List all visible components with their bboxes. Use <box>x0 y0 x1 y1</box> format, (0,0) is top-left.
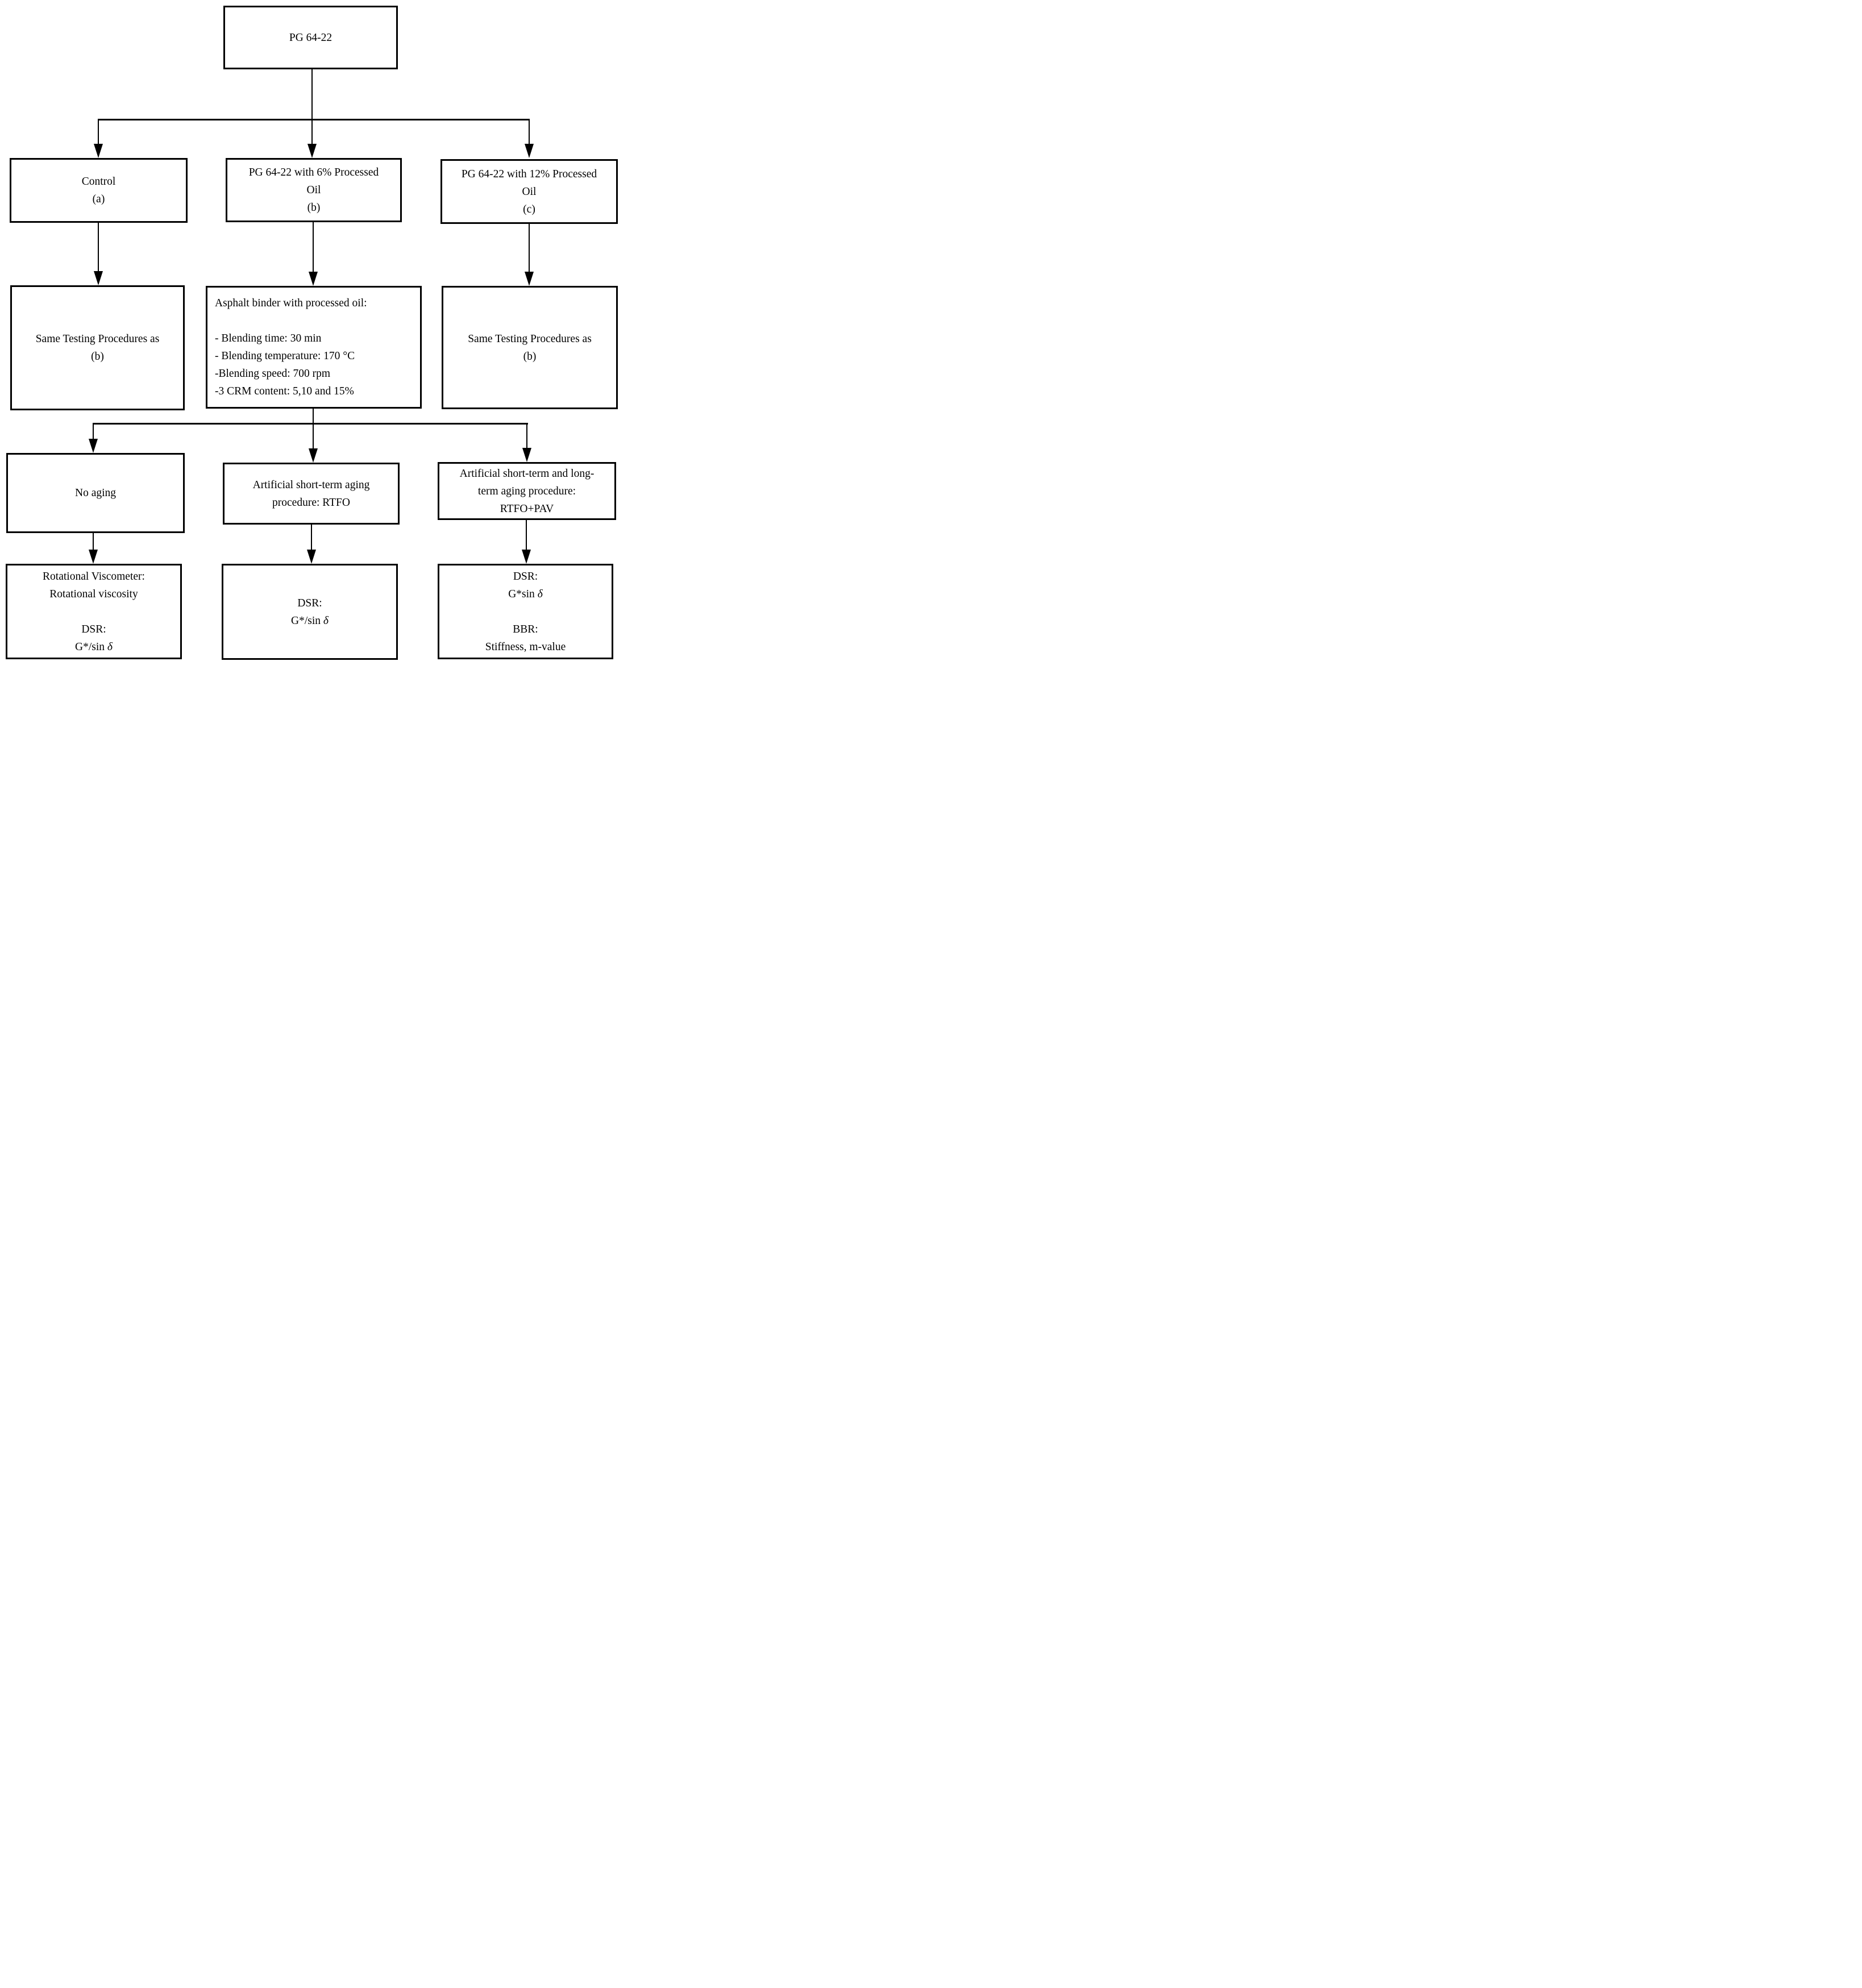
box-text-line: RTFO+PAV <box>500 502 554 515</box>
box-text-line: - Blending time: 30 min <box>215 332 322 344</box>
box-text-line: PG 64-22 with 6% Processed <box>248 167 379 178</box>
box-text-line: No aging <box>74 487 117 499</box>
connector-vline-oil6-down <box>313 222 314 272</box>
box-no-aging: No aging <box>6 453 185 533</box>
arrow-down-to-dsr <box>307 550 316 564</box>
box-blending-details: Asphalt binder with processed oil: - Ble… <box>206 286 422 409</box>
box-text-line: procedure: RTFO <box>272 496 350 509</box>
box-text-line: BBR: <box>513 623 538 635</box>
connector-vline-top <box>311 69 313 120</box>
box-text-line: (a) <box>92 193 105 205</box>
connector-vline-j1-right <box>529 120 530 145</box>
box-text-line: DSR: <box>81 623 106 635</box>
box-text-line: (b) <box>523 350 537 363</box>
box-text-line: Oil <box>306 184 321 196</box>
connector-vline-blending-down <box>313 408 314 424</box>
arrow-down-to-blending <box>309 272 318 286</box>
arrow-down-to-dsr-bbr <box>522 550 531 564</box>
box-text-line: PG 64-22 <box>289 31 332 44</box>
box-text-line: PG 64-22 with 12% Processed <box>461 168 597 180</box>
connector-vline-j2-mid <box>313 424 314 450</box>
box-rtfo-aging: Artificial short-term aging procedure: RT… <box>223 463 400 525</box>
connector-vline-j2-right <box>526 424 527 449</box>
connector-vline-no-aging-down <box>93 533 94 551</box>
arrow-down-to-control <box>94 144 103 158</box>
delta-symbol: δ <box>323 614 329 627</box>
delta-symbol: δ <box>107 641 113 653</box>
box-text-line: Artificial short-term and long- <box>459 467 595 480</box>
connector-vline-rtfo-pav-down <box>526 519 527 551</box>
box-text-line: Artificial short-term aging <box>252 479 370 491</box>
box-text-line: G*/sin δ <box>75 641 113 653</box>
box-text-line: Oil <box>522 185 537 198</box>
box-text-line <box>93 603 95 621</box>
box-text-line: Stiffness, m-value <box>485 641 566 653</box>
box-text-line: (b) <box>91 351 104 363</box>
box-same-procedures-right: Same Testing Procedures as (b) <box>442 286 618 409</box>
connector-vline-oil12-down <box>529 223 530 272</box>
connector-vline-j1-left <box>98 120 99 145</box>
box-text-line: -Blending speed: 700 rpm <box>215 368 331 380</box>
box-rv-dsr-tests: Rotational Viscometer: Rotational viscosi… <box>6 564 182 659</box>
connector-vline-j2-left <box>93 424 94 440</box>
box-text-line: (b) <box>307 202 321 214</box>
box-rtfo-pav-aging: Artificial short-term and long-term agin… <box>438 462 616 520</box>
box-text-line: - Blending temperature: 170 °C <box>215 350 355 362</box>
box-text-line <box>524 603 527 621</box>
arrow-down-to-same-right <box>525 272 534 286</box>
connector-vline-j1-mid <box>311 120 313 145</box>
box-text-line: Control <box>81 176 116 188</box>
connector-vline-control-down <box>98 222 99 272</box>
arrow-down-to-no-aging <box>89 439 98 453</box>
arrow-down-to-rtfo <box>309 448 318 463</box>
box-text-line: Asphalt binder with processed oil: <box>215 297 367 309</box>
box-text-line: Rotational Viscometer: <box>43 570 145 583</box>
box-text-line: (c) <box>523 203 535 215</box>
box-pg-64-22: PG 64-22 <box>223 6 398 69</box>
box-dsr-test: DSR: G*/sin δ <box>222 564 398 660</box>
box-text-line: Same Testing Procedures as <box>468 332 592 345</box>
connector-vline-rtfo-down <box>311 524 312 551</box>
box-text-line: -3 CRM content: 5,10 and 15% <box>215 385 354 397</box>
box-text-line: Rotational viscosity <box>49 588 138 600</box>
delta-symbol: δ <box>537 588 543 600</box>
box-same-procedures-left: Same Testing Procedures as (b) <box>10 285 185 410</box>
box-control: Control (a) <box>10 158 188 223</box>
flowchart-canvas: PG 64-22 Control (a) PG 64-22 with 6% Pro… <box>0 0 621 663</box>
arrow-down-to-rtfo-pav <box>522 448 531 462</box>
connector-hline-junction2 <box>93 423 528 425</box>
arrow-down-to-12pct-oil <box>525 144 534 158</box>
arrow-down-to-same-left <box>94 271 103 285</box>
arrow-down-to-rv-dsr <box>89 550 98 564</box>
box-text-line: G*sin δ <box>508 588 543 600</box>
box-text-line: DSR: <box>297 597 322 609</box>
arrow-down-to-6pct-oil <box>307 144 317 158</box>
box-text-line: DSR: <box>513 570 538 583</box>
box-text-line <box>215 312 218 330</box>
box-text-line: Same Testing Procedures as <box>35 333 160 345</box>
connector-hline-junction1 <box>98 119 530 120</box>
box-text-line: G*/sin δ <box>291 614 329 627</box>
box-text-line: term aging procedure: <box>477 485 576 497</box>
box-dsr-bbr-tests: DSR: G*sin δ BBR: Stiffness, m-value <box>438 564 613 659</box>
